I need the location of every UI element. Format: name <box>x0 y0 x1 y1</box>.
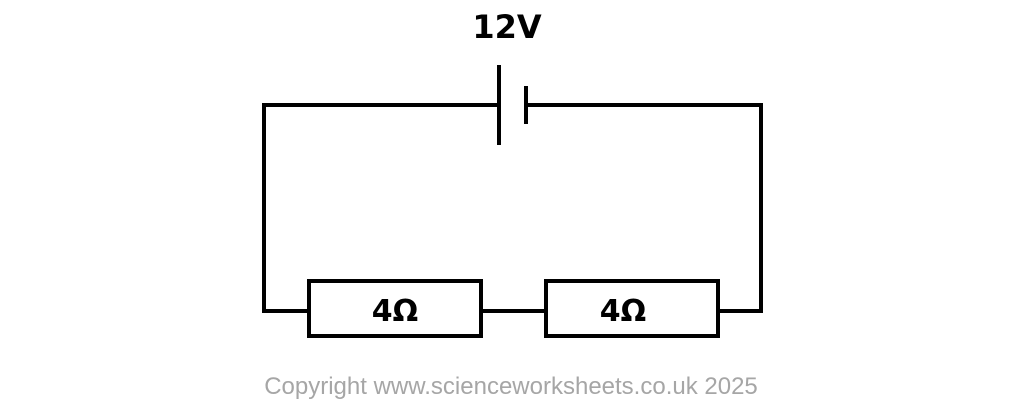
wire-battery-to-right <box>524 103 763 313</box>
resistor-1: 4Ω <box>307 279 483 338</box>
resistor-2-body <box>544 279 720 338</box>
resistor-1-label: 4Ω <box>372 294 418 329</box>
copyright-text: Copyright www.scienceworksheets.co.uk 20… <box>264 373 758 400</box>
wire-left-to-battery <box>262 103 501 313</box>
battery-symbol: 12V <box>472 8 542 145</box>
resistor-2: 4Ω <box>544 279 720 338</box>
circuit-wires <box>262 103 763 313</box>
resistor-1-body <box>307 279 483 338</box>
resistor-2-label: 4Ω <box>600 294 646 329</box>
battery-voltage-label: 12V <box>472 8 542 46</box>
